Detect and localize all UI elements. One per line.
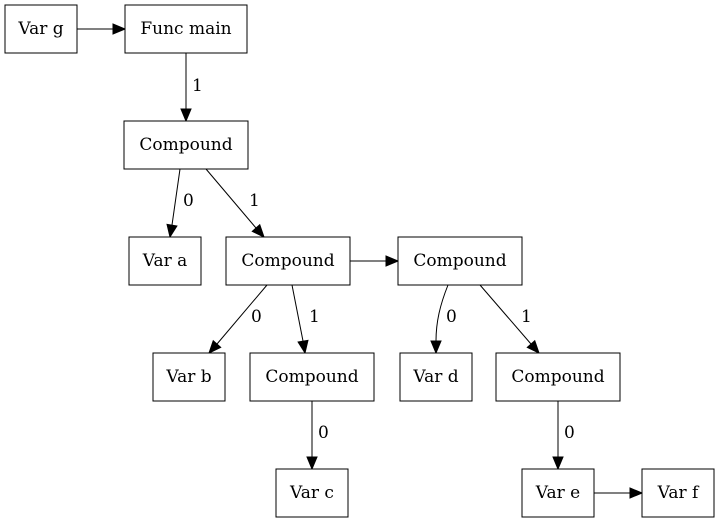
arrowhead-icon xyxy=(180,108,192,123)
node-compound-4-label: Compound xyxy=(265,367,358,387)
edges-layer: 1 0 1 0 1 0 1 0 0 xyxy=(77,23,644,499)
arrowhead-icon xyxy=(112,23,127,35)
edge-var-g-to-func-main xyxy=(77,23,127,35)
edge-compound-1-to-compound-2: 1 xyxy=(205,168,265,238)
edge-compound-1-to-var-a: 0 xyxy=(166,168,194,239)
node-var-a-label: Var a xyxy=(142,251,188,271)
arrowhead-icon xyxy=(166,223,178,239)
node-var-g-label: Var g xyxy=(17,19,63,39)
edge-label: 0 xyxy=(251,307,262,327)
node-func-main: Func main xyxy=(124,4,248,54)
node-compound-2: Compound xyxy=(225,236,351,286)
edge-label: 0 xyxy=(564,423,575,443)
node-var-c-label: Var c xyxy=(289,483,334,503)
node-var-d-label: Var d xyxy=(412,367,458,387)
node-var-a: Var a xyxy=(128,236,202,286)
node-compound-2-label: Compound xyxy=(241,251,334,271)
node-compound-3-label: Compound xyxy=(413,251,506,271)
edge-label: 0 xyxy=(183,191,194,211)
node-var-c: Var c xyxy=(275,468,349,518)
edge-compound-5-to-var-e: 0 xyxy=(552,401,575,471)
node-compound-4: Compound xyxy=(249,352,375,402)
node-var-e-label: Var e xyxy=(535,483,580,503)
edge-compound-3-to-var-d: 0 xyxy=(430,284,457,355)
arrowhead-icon xyxy=(306,456,318,471)
node-var-f-label: Var f xyxy=(657,483,700,503)
edge-compound-2-to-var-b: 0 xyxy=(208,284,268,354)
arrowhead-icon xyxy=(526,339,540,354)
node-compound-5: Compound xyxy=(495,352,621,402)
node-var-d: Var d xyxy=(399,352,473,402)
arrowhead-icon xyxy=(629,487,644,499)
edge-label: 1 xyxy=(521,307,532,327)
node-var-f: Var f xyxy=(641,468,715,518)
edge-label: 1 xyxy=(192,76,203,96)
node-var-e: Var e xyxy=(521,468,595,518)
edge-label: 1 xyxy=(249,191,260,211)
node-var-g: Var g xyxy=(4,4,78,54)
edge-line xyxy=(171,168,181,226)
edge-line xyxy=(216,284,268,345)
node-compound-3: Compound xyxy=(397,236,523,286)
edge-func-main-to-compound-1: 1 xyxy=(180,53,203,123)
node-compound-1-label: Compound xyxy=(139,135,232,155)
node-var-b: Var b xyxy=(152,352,226,402)
arrowhead-icon xyxy=(552,456,564,471)
edge-line xyxy=(479,284,532,345)
arrowhead-icon xyxy=(430,340,442,355)
edge-label: 0 xyxy=(318,423,329,443)
edge-var-e-to-var-f xyxy=(594,487,644,499)
edge-line xyxy=(435,284,449,342)
node-compound-5-label: Compound xyxy=(511,367,604,387)
arrowhead-icon xyxy=(385,255,400,267)
edge-compound-4-to-var-c: 0 xyxy=(306,401,329,471)
arrowhead-icon xyxy=(297,339,309,355)
node-var-b-label: Var b xyxy=(165,367,211,387)
edge-label: 0 xyxy=(446,307,457,327)
edge-label: 1 xyxy=(309,307,320,327)
arrowhead-icon xyxy=(208,339,222,354)
nodes-layer: Var g Func main Compound Var a Compound … xyxy=(4,4,715,518)
edge-line xyxy=(205,168,257,229)
edge-compound-2-to-compound-3 xyxy=(350,255,400,267)
edge-line xyxy=(291,284,304,342)
node-func-main-label: Func main xyxy=(140,19,231,39)
edge-compound-2-to-compound-4: 1 xyxy=(291,284,320,355)
edge-compound-3-to-compound-5: 1 xyxy=(479,284,540,354)
node-compound-1: Compound xyxy=(123,120,249,170)
arrowhead-icon xyxy=(251,223,265,238)
